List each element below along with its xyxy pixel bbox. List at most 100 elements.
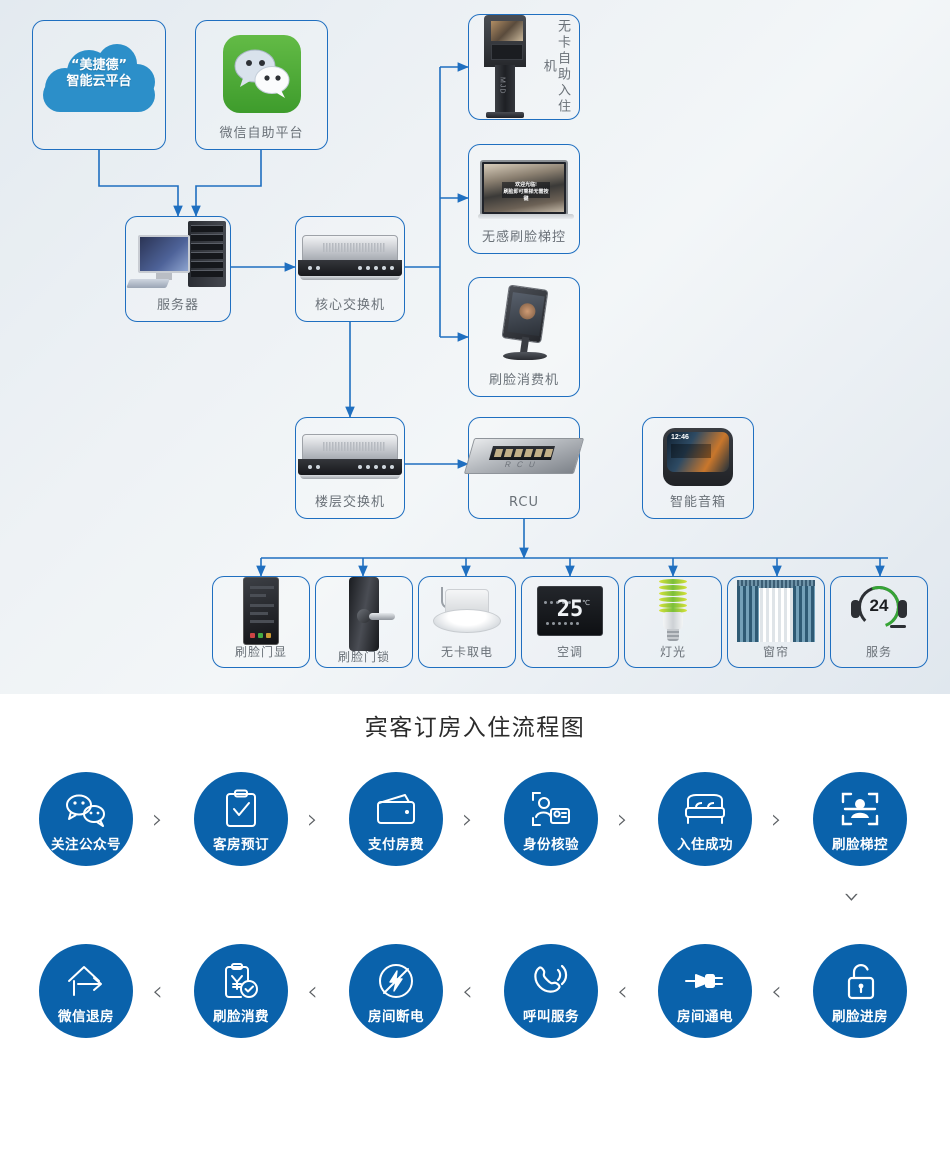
flow-arrow: › bbox=[307, 804, 318, 835]
power-off-icon bbox=[374, 961, 418, 1001]
lamp-icon bbox=[625, 577, 721, 646]
flow-step-checkin-success[interactable]: 入住成功 bbox=[658, 772, 752, 866]
curtain-icon bbox=[728, 577, 824, 646]
door-lock-icon bbox=[316, 577, 412, 651]
node-curtain[interactable]: 窗帘 bbox=[727, 576, 825, 668]
node-floor-switch[interactable]: 楼层交换机 bbox=[295, 417, 405, 519]
flow-step-face-payment[interactable]: 刷脸消费 bbox=[194, 944, 288, 1038]
node-server[interactable]: 服务器 bbox=[125, 216, 231, 322]
flow-step-label: 支付房费 bbox=[368, 837, 424, 853]
flow-step-face-enter-room[interactable]: 刷脸进房 bbox=[813, 944, 907, 1038]
flow-step-label: 房间断电 bbox=[368, 1009, 424, 1025]
flow-arrow: ‹ bbox=[462, 976, 473, 1007]
thermostat-value: 25 bbox=[556, 597, 584, 623]
node-rcu[interactable]: R C U RCU bbox=[463, 417, 585, 519]
flow-arrow: › bbox=[152, 804, 163, 835]
flow-arrow: › bbox=[771, 804, 782, 835]
bed-icon bbox=[683, 789, 727, 829]
flow-step-room-power-off[interactable]: 房间断电 bbox=[349, 944, 443, 1038]
flow-arrow: › bbox=[617, 804, 628, 835]
service-24-icon: 24 bbox=[831, 577, 927, 646]
flow-step-label: 房间通电 bbox=[677, 1009, 733, 1025]
node-caption: 核心交换机 bbox=[314, 297, 385, 313]
flow-step-label: 关注公众号 bbox=[51, 837, 121, 853]
node-caption: RCU bbox=[509, 494, 539, 510]
node-caption: 楼层交换机 bbox=[314, 494, 385, 510]
flow-step-label: 客房预订 bbox=[213, 837, 269, 853]
node-wechat-platform[interactable]: 微信自助平台 bbox=[195, 20, 328, 150]
node-service[interactable]: 24 服务 bbox=[830, 576, 928, 668]
cloud-label-line1: “美捷德”智能云平台 bbox=[66, 58, 132, 89]
node-caption: 无卡取电 bbox=[440, 644, 493, 659]
node-caption: 刷脸门显 bbox=[234, 644, 287, 659]
flow-step-room-booking[interactable]: 客房预订 bbox=[194, 772, 288, 866]
wechat-icon bbox=[64, 789, 108, 829]
node-caption: 窗帘 bbox=[762, 644, 789, 659]
flow-step-label: 呼叫服务 bbox=[523, 1009, 579, 1025]
flow-step-wechat-checkout[interactable]: 微信退房 bbox=[39, 944, 133, 1038]
service-badge-value: 24 bbox=[869, 596, 889, 616]
switch-icon bbox=[296, 217, 404, 299]
network-topology-diagram: “美捷德”智能云平台 微信自助平台 bbox=[0, 0, 950, 694]
node-caption: 微信自助平台 bbox=[219, 125, 304, 141]
guest-checkin-flow-section: 宾客订房入住流程图 关注公众号 › 客房预订 › bbox=[0, 694, 950, 1161]
face-pos-icon bbox=[469, 278, 579, 374]
switch-icon bbox=[296, 418, 404, 496]
thermostat-icon: 25 ℃ bbox=[522, 577, 618, 646]
node-caption: 无感刷脸梯控 bbox=[481, 229, 566, 245]
node-door-display[interactable]: 刷脸门显 bbox=[212, 576, 310, 668]
page-title: 宾客订房入住流程图 bbox=[364, 715, 586, 741]
flow-step-call-service[interactable]: 呼叫服务 bbox=[504, 944, 598, 1038]
server-icon bbox=[126, 217, 230, 299]
flow-step-identity-verify[interactable]: 身份核验 bbox=[504, 772, 598, 866]
self-checkin-kiosk-icon: MJD bbox=[469, 15, 540, 119]
flow-step-label: 刷脸消费 bbox=[213, 1009, 269, 1025]
topology-connector-lines bbox=[98, 62, 888, 577]
cloud-icon: “美捷德”智能云平台 bbox=[33, 21, 165, 141]
flow-arrow: ‹ bbox=[307, 976, 318, 1007]
node-self-checkin-kiosk[interactable]: MJD 无卡自助入住机 bbox=[468, 14, 580, 120]
checkout-home-icon bbox=[64, 961, 108, 1001]
node-lighting[interactable]: 灯光 bbox=[624, 576, 722, 668]
unlock-icon bbox=[838, 961, 882, 1001]
node-caption: 刷脸门锁 bbox=[337, 650, 390, 664]
clipboard-check-icon bbox=[219, 789, 263, 829]
flow-step-face-elevator[interactable]: 刷脸梯控 bbox=[813, 772, 907, 866]
face-scan-icon bbox=[838, 789, 882, 829]
node-face-pos[interactable]: 刷脸消费机 bbox=[468, 277, 580, 397]
flow-step-follow-wechat[interactable]: 关注公众号 bbox=[39, 772, 133, 866]
node-door-lock[interactable]: 刷脸门锁 bbox=[315, 576, 413, 668]
node-caption: 无卡自助入住机 bbox=[540, 19, 570, 115]
payment-yuan-icon bbox=[219, 961, 263, 1001]
phone-call-icon bbox=[529, 961, 573, 1001]
door-display-icon bbox=[213, 577, 309, 646]
flow-row-link-arrow: › bbox=[834, 891, 870, 904]
node-cloud-platform[interactable]: “美捷德”智能云平台 bbox=[32, 20, 166, 150]
node-caption: 灯光 bbox=[659, 644, 686, 659]
node-air-conditioner[interactable]: 25 ℃ 空调 bbox=[521, 576, 619, 668]
flow-step-label: 刷脸梯控 bbox=[832, 837, 888, 853]
id-verify-icon bbox=[529, 789, 573, 829]
node-smart-speaker[interactable]: 12:46 智能音箱 bbox=[642, 417, 754, 519]
node-caption: 智能音箱 bbox=[669, 494, 726, 510]
node-elevator-face-control[interactable]: 欢迎光临!刷脸即可乘梯无需按键 无感刷脸梯控 bbox=[468, 144, 580, 254]
flow-step-label: 身份核验 bbox=[523, 837, 579, 853]
node-core-switch[interactable]: 核心交换机 bbox=[295, 216, 405, 322]
flow-step-label: 刷脸进房 bbox=[832, 1009, 888, 1025]
flow-arrow: › bbox=[462, 804, 473, 835]
node-caption: 服务器 bbox=[156, 297, 199, 313]
flow-step-room-power-on[interactable]: 房间通电 bbox=[658, 944, 752, 1038]
wallet-icon bbox=[374, 789, 418, 829]
flow-arrow: ‹ bbox=[152, 976, 163, 1007]
node-caption: 服务 bbox=[865, 644, 892, 659]
flow-arrow: ‹ bbox=[771, 976, 782, 1007]
flow-step-label: 入住成功 bbox=[677, 837, 733, 853]
flow-arrow: ‹ bbox=[617, 976, 628, 1007]
flow-step-pay-room-fee[interactable]: 支付房费 bbox=[349, 772, 443, 866]
wechat-icon bbox=[196, 21, 327, 127]
smart-speaker-icon: 12:46 bbox=[643, 418, 753, 496]
rcu-icon: R C U bbox=[463, 418, 585, 496]
node-cardless-power[interactable]: 无卡取电 bbox=[418, 576, 516, 668]
node-caption: 空调 bbox=[556, 644, 583, 659]
elevator-screen-icon: 欢迎光临!刷脸即可乘梯无需按键 bbox=[469, 145, 579, 231]
